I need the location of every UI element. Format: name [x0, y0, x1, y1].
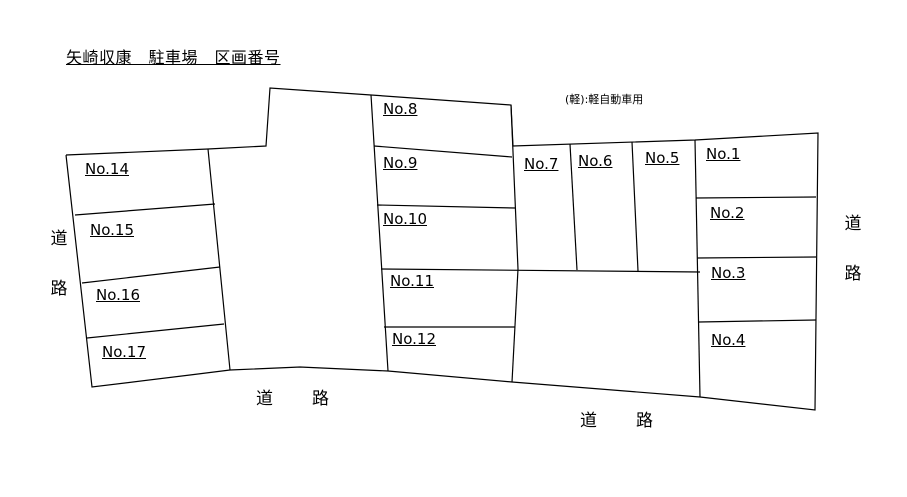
lot-label-no10: No.10 [383, 210, 427, 228]
lot-label-no16: No.16 [96, 286, 140, 304]
lot-label-no14: No.14 [85, 160, 129, 178]
lot-label-no7: No.7 [524, 155, 559, 173]
road-label-west-2: 路 [50, 279, 68, 299]
lot-label-no5: No.5 [645, 149, 680, 167]
road-label-west-1: 道 [50, 229, 68, 249]
lot-label-no4: No.4 [711, 331, 746, 349]
kei-car-note: (軽):軽自動車用 [565, 93, 644, 106]
lot-label-no8: No.8 [383, 100, 418, 118]
lot-label-no2: No.2 [710, 204, 745, 222]
lot-label-no15: No.15 [90, 221, 134, 239]
outer-boundary [65, 87, 819, 411]
road-label-south-right-2: 路 [636, 411, 653, 431]
road-label-south-right-1: 道 [580, 411, 597, 431]
lot-label-no9: No.9 [383, 154, 418, 172]
road-label-east-2: 路 [844, 264, 862, 284]
lot-label-no6: No.6 [578, 152, 613, 170]
lot-label-no12: No.12 [392, 330, 436, 348]
map-title: 矢崎収康 駐車場 区画番号 [66, 48, 281, 67]
road-label-south-left-2: 路 [312, 389, 329, 409]
lot-label-no11: No.11 [390, 272, 434, 290]
lot-label-no1: No.1 [706, 145, 741, 163]
lot-label-no3: No.3 [711, 264, 746, 282]
road-label-east-1: 道 [844, 214, 862, 234]
road-label-south-left-1: 道 [256, 389, 273, 409]
lot-label-no17: No.17 [102, 343, 146, 361]
